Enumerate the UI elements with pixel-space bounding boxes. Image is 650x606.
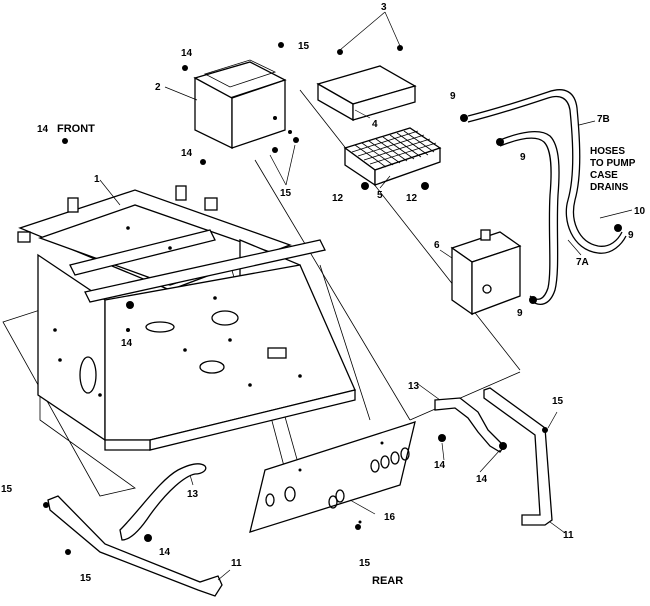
rear-label: REAR <box>372 575 403 587</box>
callout-2: 2 <box>155 82 161 93</box>
callout-3: 3 <box>381 2 387 13</box>
hoses-note-line-3: CASE <box>590 170 618 181</box>
fasteners <box>43 42 622 555</box>
callout-13a: 13 <box>187 489 199 500</box>
leader-lines <box>99 11 633 581</box>
hoses-7 <box>467 89 627 305</box>
callout-1: 1 <box>94 174 100 185</box>
callout-7a: 7A <box>576 257 589 268</box>
hoses-note-line-1: HOSES <box>590 146 625 157</box>
callout-15b: 15 <box>280 188 292 199</box>
callout-9b: 9 <box>520 152 526 163</box>
callout-9a: 9 <box>450 91 456 102</box>
callout-12a: 12 <box>332 193 344 204</box>
callout-4: 4 <box>372 119 378 130</box>
front-label: FRONT <box>57 123 95 135</box>
callout-9d: 9 <box>517 308 523 319</box>
hoses-note-line-2: TO PUMP <box>590 158 636 169</box>
bar-13-left <box>119 463 207 541</box>
callout-13b: 13 <box>408 381 420 392</box>
callout-11b: 11 <box>563 530 574 541</box>
callout-7b: 7B <box>597 114 610 125</box>
callout-14f: 14 <box>434 460 446 471</box>
callout-14e: 14 <box>159 547 171 558</box>
bar-13-right <box>434 397 505 453</box>
callout-14b: 14 <box>37 124 49 135</box>
callout-5: 5 <box>377 190 383 201</box>
callout-15a: 15 <box>298 41 310 52</box>
bracket-11-left <box>47 495 223 597</box>
callout-15e: 15 <box>1 484 13 495</box>
callout-numbers: 1 2 3 4 5 6 7A 7B 9 9 9 9 10 11 11 12 12… <box>1 2 646 584</box>
callout-14g: 14 <box>476 474 488 485</box>
callout-14d: 14 <box>121 338 133 349</box>
reservoir-tank-6 <box>450 229 522 316</box>
callout-10: 10 <box>634 206 646 217</box>
bracket-2 <box>193 59 292 150</box>
callout-14a: 14 <box>181 48 193 59</box>
callout-9c: 9 <box>628 230 634 241</box>
hoses-note-line-4: DRAINS <box>590 182 629 193</box>
callout-14c: 14 <box>181 148 193 159</box>
oil-cooler-5 <box>343 127 442 187</box>
main-frame <box>2 185 356 497</box>
text-labels: FRONT REAR HOSES TO PUMP CASE DRAINS <box>57 123 636 587</box>
callout-15f: 15 <box>359 558 371 569</box>
callout-15c: 15 <box>552 396 564 407</box>
callout-15d: 15 <box>80 573 92 584</box>
bracket-11-right <box>483 387 553 526</box>
rear-panel-16 <box>249 421 416 533</box>
callout-6: 6 <box>434 240 440 251</box>
callout-16a: 16 <box>384 512 396 523</box>
callout-12b: 12 <box>406 193 418 204</box>
callout-11a: 11 <box>231 558 242 569</box>
plate-4 <box>316 65 417 122</box>
